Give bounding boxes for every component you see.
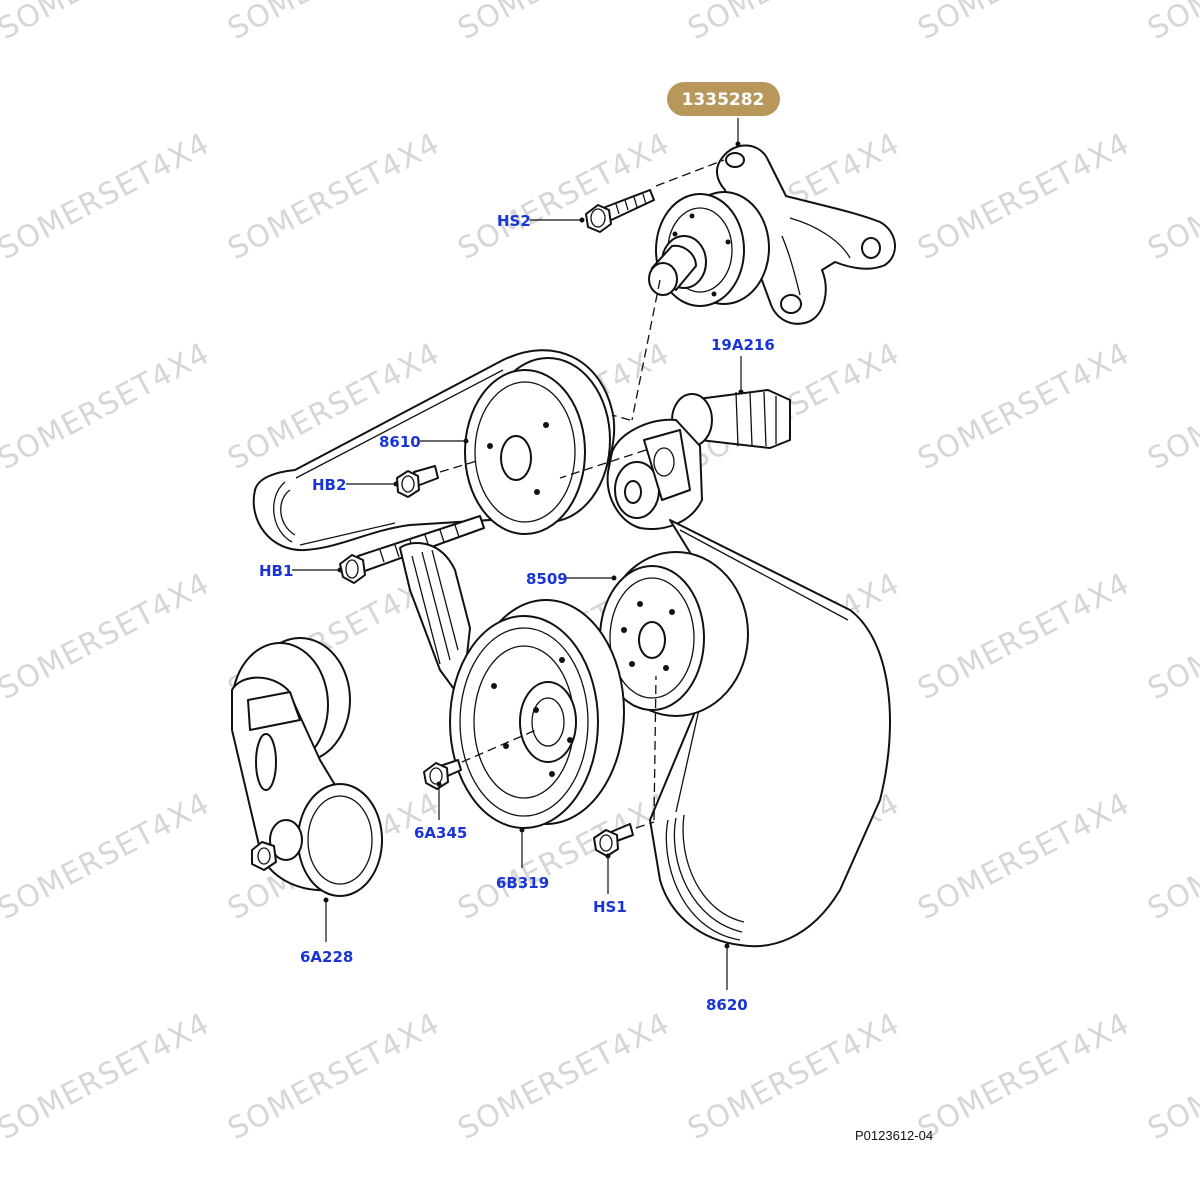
- bolt-hb2[interactable]: [396, 465, 439, 498]
- callout-6a345[interactable]: 6A345: [414, 824, 467, 842]
- watermark-text: SOMERSET4X4: [0, 1006, 216, 1147]
- callout-8610[interactable]: 8610: [379, 433, 421, 451]
- watermark-text: SOMERSET4X4: [0, 126, 216, 267]
- reference-code: P0123612-04: [855, 1128, 933, 1143]
- watermark-text: SOMERSET4X4: [912, 336, 1135, 477]
- watermark-text: SOMERSET4X4: [222, 126, 445, 267]
- callout-hb2[interactable]: HB2: [312, 476, 346, 494]
- callout-hs1[interactable]: HS1: [593, 898, 627, 916]
- callout-8620[interactable]: 8620: [706, 996, 748, 1014]
- idler-pulley-6a228[interactable]: [231, 637, 383, 897]
- watermark-text: SOMERSET4X4: [912, 0, 1135, 47]
- part-number-text: 1335282: [682, 90, 765, 110]
- callout-6b319[interactable]: 6B319: [496, 874, 549, 892]
- watermark-text: SOMERSET4X4: [222, 1006, 445, 1147]
- belt-tensioner-19a216[interactable]: [606, 389, 791, 530]
- callout-8509[interactable]: 8509: [526, 570, 568, 588]
- drive-belt-8620[interactable]: [649, 519, 891, 948]
- watermark-text: SOMERSET4X4: [1142, 336, 1200, 477]
- watermark-text: SOMERSET4X4: [912, 566, 1135, 707]
- watermark-text: SOMERSET4X4: [0, 336, 216, 477]
- watermark-text: SOMERSET4X4: [1142, 1006, 1200, 1147]
- watermark-text: SOMERSET4X4: [0, 566, 216, 707]
- callout-labels: HS2 19A216 8610 HB2 HB1 8509 6A345 6B319…: [259, 212, 775, 1014]
- watermark-text: SOMERSET4X4: [912, 786, 1135, 927]
- watermark-text: SOMERSET4X4: [452, 1006, 675, 1147]
- part-number-badge[interactable]: 1335282: [667, 82, 780, 116]
- callout-hb1[interactable]: HB1: [259, 562, 293, 580]
- pulley-bracket-1335282[interactable]: [648, 144, 896, 325]
- watermark-text: SOMERSET4X4: [0, 786, 216, 927]
- bolt-hs1[interactable]: [593, 823, 634, 857]
- watermark-text: SOMERSET4X4: [222, 0, 445, 47]
- watermark-text: SOMERSET4X4: [1142, 126, 1200, 267]
- callout-6a228[interactable]: 6A228: [300, 948, 353, 966]
- bolt-hs2[interactable]: [585, 189, 655, 233]
- crankshaft-pulley-6b319[interactable]: [449, 599, 625, 829]
- callout-19a216[interactable]: 19A216: [711, 336, 775, 354]
- watermark-text: SOMERSET4X4: [1142, 566, 1200, 707]
- watermark-text: SOMERSET4X4: [0, 0, 216, 47]
- leader-lines: [292, 118, 744, 990]
- watermark-text: SOMERSET4X4: [682, 1006, 905, 1147]
- watermark-text: SOMERSET4X4: [912, 126, 1135, 267]
- pulley-upper[interactable]: [464, 357, 611, 535]
- bolt-6a345[interactable]: [423, 759, 462, 790]
- watermark-text: SOMERSET4X4: [452, 0, 675, 47]
- watermark-text: SOMERSET4X4: [912, 1006, 1135, 1147]
- watermark-text: SOMERSET4X4: [682, 0, 905, 47]
- watermark-text: SOMERSET4X4: [1142, 786, 1200, 927]
- watermark-text: SOMERSET4X4: [1142, 0, 1200, 47]
- pulley-8509[interactable]: [599, 551, 749, 717]
- callout-hs2[interactable]: HS2: [497, 212, 531, 230]
